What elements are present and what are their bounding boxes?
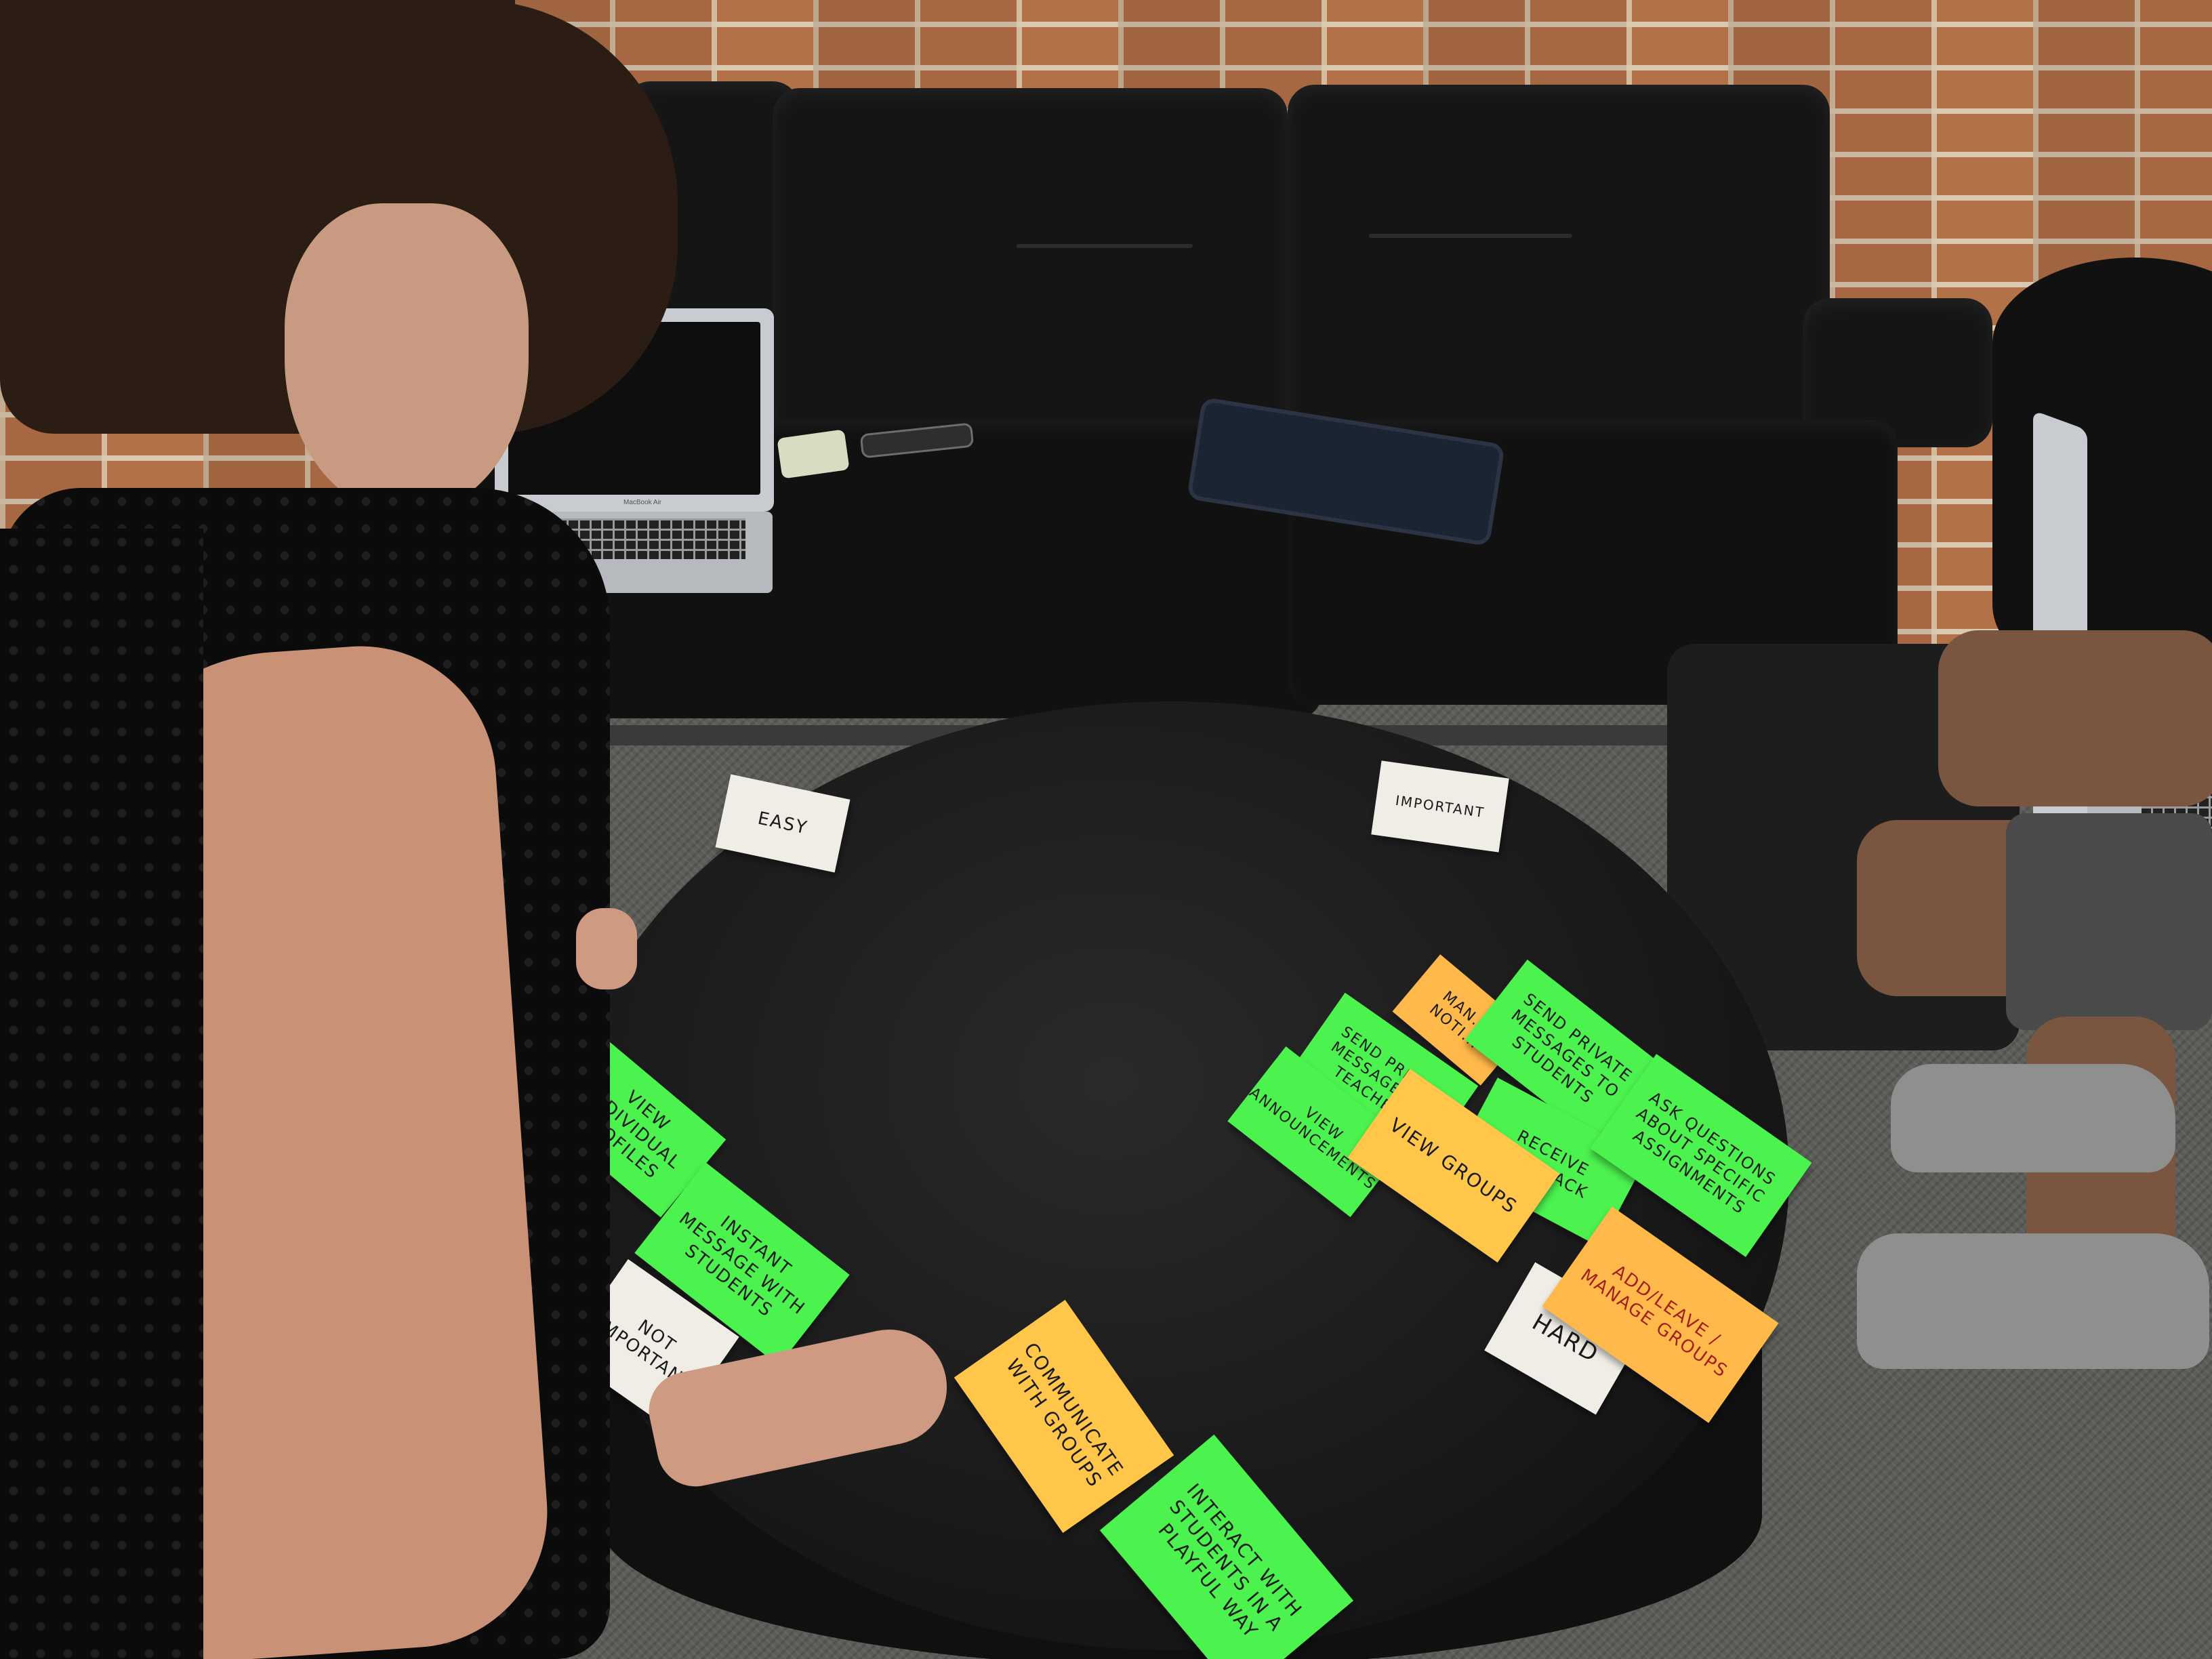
laptop-label: MacBook Air [623,499,662,506]
